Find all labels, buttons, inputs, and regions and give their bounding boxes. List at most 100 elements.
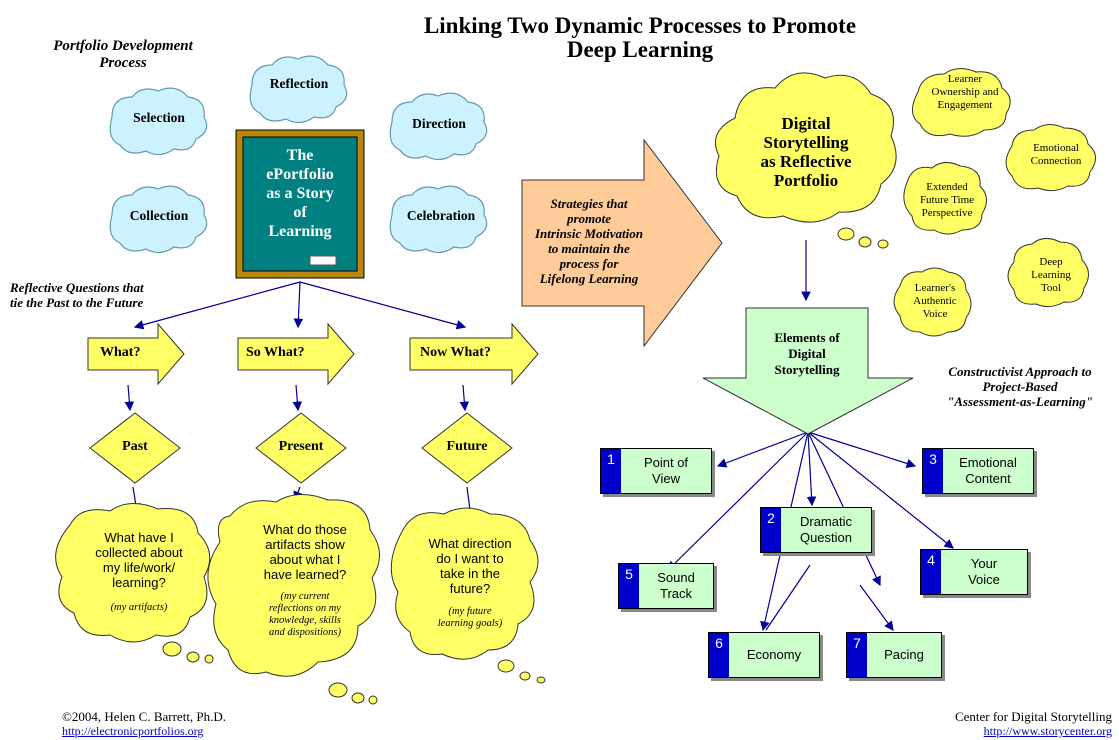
footer-right: Center for Digital Storytelling http://w… bbox=[926, 709, 1112, 739]
thought-sub-line: (my artifacts) bbox=[110, 602, 168, 613]
constructivist-line1: Constructivist Approach to bbox=[948, 364, 1092, 379]
big-arrow-line: to maintain the bbox=[548, 241, 630, 256]
thought-bubble-1-shape bbox=[55, 503, 211, 643]
thought-line: take in the bbox=[440, 566, 500, 581]
thought-line: do I want to bbox=[436, 551, 504, 566]
thought-line: What do those bbox=[263, 522, 347, 537]
page-title-line1: Linking Two Dynamic Processes to Promote bbox=[423, 13, 857, 38]
small-cloud-line: Future Time bbox=[919, 194, 975, 206]
element-box-your-voice: 4 Your Voice bbox=[920, 549, 1028, 595]
thought-bubble-3: What direction do I want to take in the … bbox=[406, 536, 534, 630]
element-box-emotional-content: 3 Emotional Content bbox=[922, 448, 1034, 494]
cloud-selection-shape bbox=[109, 87, 208, 156]
footer-org: Center for Digital Storytelling bbox=[954, 709, 1112, 724]
element-box-dramatic-question: 2 Dramatic Question bbox=[760, 507, 872, 553]
elements-arrow-shape bbox=[702, 307, 914, 435]
big-arrow-shape bbox=[521, 138, 723, 348]
page-title-line2: Deep Learning bbox=[566, 37, 714, 62]
element-label: Economy bbox=[746, 647, 802, 662]
small-cloud-line: Learner bbox=[947, 73, 983, 85]
cloud-reflection: Reflection bbox=[269, 76, 329, 91]
big-arrow-line: promote bbox=[566, 211, 612, 226]
chalkboard-line: The bbox=[286, 147, 314, 164]
constructivist-line3: "Assessment-as-Learning" bbox=[947, 394, 1093, 409]
portfolio-heading-line1: Portfolio Development bbox=[53, 38, 193, 54]
small-cloud-line: Learning bbox=[1031, 269, 1071, 281]
cloud-reflection-shape bbox=[249, 55, 348, 124]
thought-sub-line: learning goals) bbox=[437, 618, 503, 629]
digital-cloud-line: Storytelling bbox=[763, 133, 849, 152]
thought-line: future? bbox=[449, 581, 491, 596]
thought-line: learning? bbox=[112, 575, 166, 590]
element-label: Emotional bbox=[959, 455, 1017, 470]
element-label: Track bbox=[659, 586, 693, 601]
cloud-direction-shape bbox=[389, 92, 488, 161]
portfolio-heading: Portfolio Development Process bbox=[28, 38, 218, 72]
page-title: Linking Two Dynamic Processes to Promote… bbox=[340, 14, 940, 62]
element-label: Point of bbox=[643, 455, 689, 470]
element-number: 2 bbox=[761, 508, 781, 552]
small-cloud-line: Emotional bbox=[1033, 142, 1079, 154]
cloud-celebration: Celebration bbox=[406, 208, 476, 223]
thought-sub-line: (my future bbox=[448, 606, 492, 617]
thought-bubble-1: What have I collected about my life/work… bbox=[74, 530, 204, 614]
digital-cloud-line: as Reflective bbox=[760, 152, 852, 171]
thought-bubble-2-shape bbox=[207, 494, 380, 677]
reflective-questions-line2: tie the Past to the Future bbox=[10, 295, 144, 310]
cloud-extended-future: Extended Future Time Perspective bbox=[912, 181, 982, 220]
chalkboard-line: Learning bbox=[268, 223, 332, 240]
cloud-collection-shape bbox=[109, 185, 208, 254]
small-cloud-line: Voice bbox=[922, 308, 948, 320]
element-box-sound-track: 5 Sound Track bbox=[618, 563, 714, 609]
thought-sub-line: reflections on my bbox=[269, 603, 341, 614]
arrow-what: What? bbox=[100, 345, 141, 360]
constructivist-line2: Project-Based bbox=[982, 379, 1058, 394]
element-number: 1 bbox=[601, 449, 621, 493]
small-cloud-line: Tool bbox=[1040, 282, 1061, 294]
element-label: Sound bbox=[657, 570, 695, 585]
element-box-point-of-view: 1 Point of View bbox=[600, 448, 712, 494]
deep-learning-cloud-shape bbox=[1007, 238, 1089, 308]
thought-line: artifacts show bbox=[265, 537, 345, 552]
element-label: Your bbox=[970, 556, 998, 571]
cloud-direction: Direction bbox=[412, 116, 466, 131]
diamond-past: Past bbox=[122, 439, 148, 454]
diamond-present: Present bbox=[278, 439, 324, 454]
big-arrow-line: Intrinsic Motivation bbox=[535, 226, 643, 241]
element-number: 7 bbox=[847, 633, 867, 677]
element-number: 3 bbox=[923, 449, 943, 493]
small-cloud-line: Perspective bbox=[921, 207, 973, 219]
element-label: View bbox=[652, 471, 680, 486]
big-arrow-line: Lifelong Learning bbox=[539, 271, 639, 286]
element-number: 6 bbox=[709, 633, 729, 677]
thought-sub-line: knowledge, skills bbox=[269, 615, 341, 626]
big-arrow-line: Strategies that bbox=[550, 196, 628, 211]
small-cloud-line: Connection bbox=[1030, 155, 1082, 167]
thought-line: collected about bbox=[95, 545, 183, 560]
chalkboard-line: of bbox=[293, 204, 307, 221]
footer-left-link[interactable]: http://electronicportfolios.org bbox=[62, 724, 204, 738]
big-arrow-line: process for bbox=[559, 256, 619, 271]
elements-line: Elements of bbox=[774, 330, 840, 345]
element-label: Voice bbox=[968, 572, 1000, 587]
thought-line: my life/work/ bbox=[102, 560, 176, 575]
element-number: 5 bbox=[619, 564, 639, 608]
digital-cloud-text: Digital Storytelling as Reflective Portf… bbox=[742, 114, 870, 190]
footer-right-link[interactable]: http://www.storycenter.org bbox=[983, 724, 1112, 738]
element-number: 4 bbox=[921, 550, 941, 594]
digital-cloud-shape bbox=[715, 72, 897, 223]
footer-copyright: ©2004, Helen C. Barrett, Ph.D. bbox=[62, 709, 227, 724]
element-label: Question bbox=[799, 530, 853, 545]
chalkboard-shape bbox=[235, 129, 365, 279]
cloud-deep-learning: Deep Learning Tool bbox=[1018, 256, 1084, 295]
thought-bubble-3-shape bbox=[390, 507, 539, 660]
reflective-questions-line1: Reflective Questions that bbox=[10, 280, 144, 295]
chalkboard-line: as a Story bbox=[266, 185, 334, 202]
chalkboard-text: The ePortfolio as a Story of Learning bbox=[243, 146, 357, 241]
digital-cloud-line: Portfolio bbox=[773, 171, 839, 190]
small-cloud-line: Ownership and bbox=[931, 86, 999, 98]
diamond-future: Future bbox=[446, 439, 488, 454]
big-arrow-text: Strategies that promote Intrinsic Motiva… bbox=[526, 196, 652, 286]
cloud-celebration-shape bbox=[389, 185, 488, 254]
